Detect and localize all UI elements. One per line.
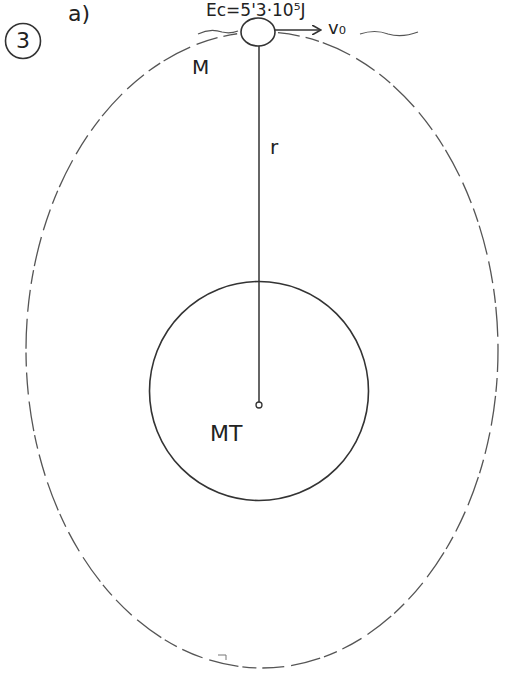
node-text-holder: MT	[210, 422, 242, 446]
radius-line	[258, 46, 260, 402]
earth-circle: MT	[148, 280, 370, 502]
node-outline	[6, 24, 41, 59]
part-label: a)	[68, 2, 90, 26]
node-outline	[150, 282, 369, 501]
scribble-mark	[218, 655, 226, 660]
node-outline	[148, 280, 370, 502]
problem-number-circle: 3	[4, 22, 42, 60]
orbit-path	[26, 32, 498, 668]
node-text-holder: 3	[4, 22, 42, 60]
radius-label: r	[270, 136, 278, 158]
mass-label: M	[192, 56, 209, 78]
node-text: 3	[16, 29, 30, 53]
node-text: MT	[210, 421, 242, 446]
velocity-arrow	[275, 29, 320, 31]
energy-value: Ec=5'3·10⁵J	[206, 1, 306, 20]
velocity-label: v₀	[328, 18, 346, 38]
satellite-body	[241, 18, 275, 46]
center-dot	[256, 402, 262, 408]
scribble-line	[360, 32, 418, 36]
scribble-line	[198, 30, 238, 34]
